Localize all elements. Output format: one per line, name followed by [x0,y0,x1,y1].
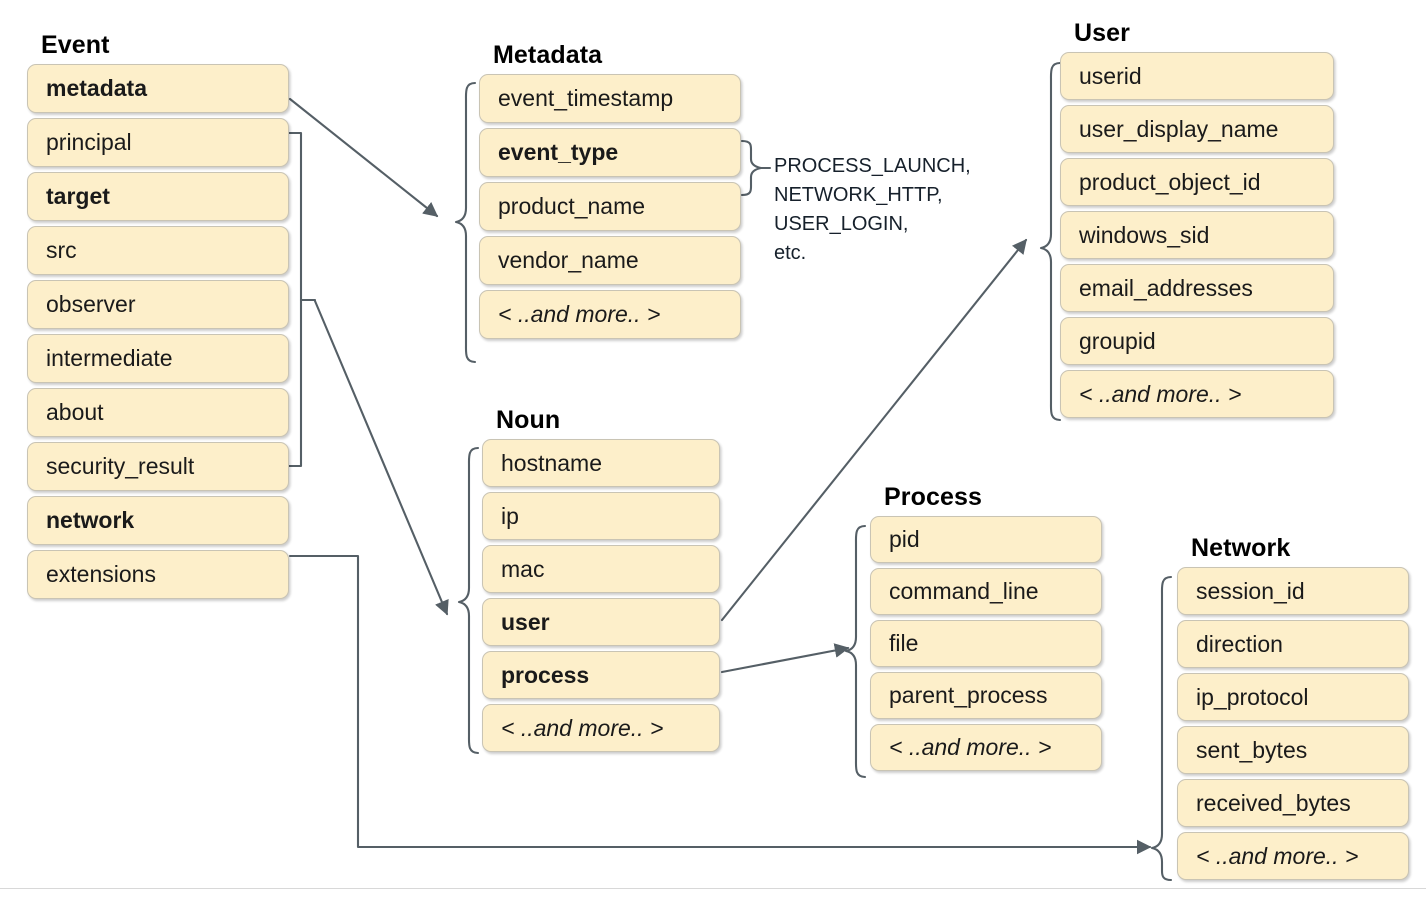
field-noun-ip[interactable]: ip [482,492,720,541]
field-event-extensions[interactable]: extensions [27,550,289,600]
column-title-noun: Noun [496,406,561,434]
field-noun-process[interactable]: process [482,651,720,700]
field-network-sent-bytes[interactable]: sent_bytes [1177,726,1409,775]
field-list-network: session_id direction ip_protocol sent_by… [1177,567,1409,881]
field-event-about[interactable]: about [27,388,289,438]
brace-metadata [454,81,477,364]
brace-network [1150,575,1173,882]
footer-divider [0,888,1426,889]
field-process-pid[interactable]: pid [870,516,1102,564]
arrow-process [720,643,850,674]
column-noun: Noun hostname ip mac user process < ..an… [482,406,720,753]
field-metadata-event-type[interactable]: event_type [479,128,741,178]
field-event-intermediate[interactable]: intermediate [27,334,289,384]
column-title-user: User [1074,19,1130,47]
field-metadata-event-timestamp[interactable]: event_timestamp [479,74,741,124]
event-type-values-note: PROCESS_LAUNCH, NETWORK_HTTP, USER_LOGIN… [774,155,971,264]
field-event-observer[interactable]: observer [27,280,289,330]
arrow-noun [313,299,449,616]
field-user-product-object-id[interactable]: product_object_id [1060,158,1334,207]
field-event-src[interactable]: src [27,226,289,276]
field-list-metadata: event_timestamp event_type product_name … [479,74,741,340]
field-user-userid[interactable]: userid [1060,52,1334,101]
field-user-and-more[interactable]: < ..and more.. > [1060,370,1334,419]
column-title-network: Network [1191,534,1291,562]
field-metadata-vendor-name[interactable]: vendor_name [479,236,741,286]
field-user-display-name[interactable]: user_display_name [1060,105,1334,154]
arrow-metadata [288,97,439,218]
field-noun-hostname[interactable]: hostname [482,439,720,488]
column-metadata: Metadata event_timestamp event_type prod… [479,41,741,340]
field-user-windows-sid[interactable]: windows_sid [1060,211,1334,260]
field-noun-and-more[interactable]: < ..and more.. > [482,704,720,753]
field-process-file[interactable]: file [870,620,1102,668]
column-title-event: Event [41,31,110,59]
brace-user [1039,61,1062,422]
field-list-process: pid command_line file parent_process < .… [870,516,1102,772]
brace-noun [457,446,480,755]
field-network-ip-protocol[interactable]: ip_protocol [1177,673,1409,722]
field-event-network[interactable]: network [27,496,289,546]
field-event-principal[interactable]: principal [27,118,289,168]
field-list-user: userid user_display_name product_object_… [1060,52,1334,419]
column-network: Network session_id direction ip_protocol… [1177,534,1409,881]
field-process-command-line[interactable]: command_line [870,568,1102,616]
field-event-target[interactable]: target [27,172,289,222]
field-user-email-addresses[interactable]: email_addresses [1060,264,1334,313]
field-network-received-bytes[interactable]: received_bytes [1177,779,1409,828]
field-network-and-more[interactable]: < ..and more.. > [1177,832,1409,881]
field-noun-user[interactable]: user [482,598,720,647]
column-title-process: Process [884,483,982,511]
field-noun-mac[interactable]: mac [482,545,720,594]
field-user-groupid[interactable]: groupid [1060,317,1334,366]
field-process-parent-process[interactable]: parent_process [870,672,1102,720]
column-event: Event metadata principal target src obse… [27,31,289,600]
brace-process [844,524,867,779]
field-list-event: metadata principal target src observer i… [27,64,289,600]
column-title-metadata: Metadata [493,41,603,69]
field-network-session-id[interactable]: session_id [1177,567,1409,616]
column-user: User userid user_display_name product_ob… [1060,19,1334,419]
field-network-direction[interactable]: direction [1177,620,1409,669]
field-metadata-and-more[interactable]: < ..and more.. > [479,290,741,340]
field-metadata-product-name[interactable]: product_name [479,182,741,232]
field-list-noun: hostname ip mac user process < ..and mor… [482,439,720,753]
field-event-security-result[interactable]: security_result [27,442,289,492]
field-event-metadata[interactable]: metadata [27,64,289,114]
brace-event-type [740,139,763,197]
event-noun-bracket [287,131,303,468]
field-process-and-more[interactable]: < ..and more.. > [870,724,1102,772]
column-process: Process pid command_line file parent_pro… [870,483,1102,772]
